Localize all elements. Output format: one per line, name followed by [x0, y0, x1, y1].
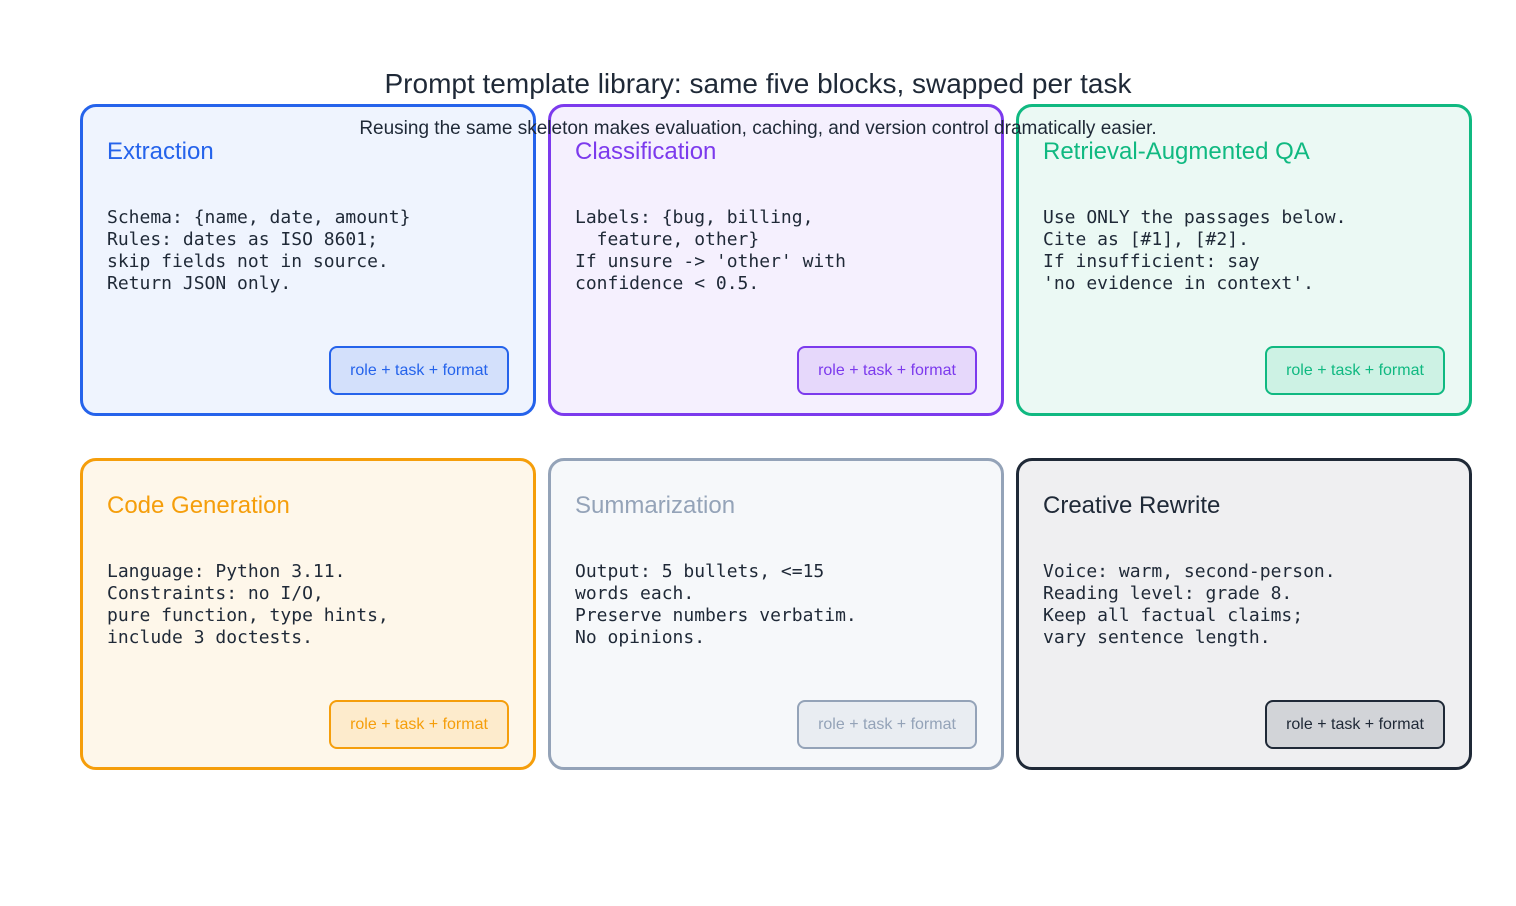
card-badge: role + task + format [329, 700, 509, 749]
card-prompt-text: Use ONLY the passages below. Cite as [#1… [1043, 207, 1347, 294]
template-card-code-generation: Code Generation Language: Python 3.11. C… [80, 458, 536, 770]
template-card-extraction: Extraction Schema: {name, date, amount} … [80, 104, 536, 416]
card-badge: role + task + format [797, 700, 977, 749]
card-badge: role + task + format [1265, 700, 1445, 749]
card-title: Summarization [575, 492, 736, 519]
card-prompt-text: Labels: {bug, billing, feature, other} I… [575, 207, 846, 294]
card-badge: role + task + format [797, 346, 977, 395]
template-card-rag-qa: Retrieval-Augmented QA Use ONLY the pass… [1016, 104, 1472, 416]
card-badge: role + task + format [329, 346, 509, 395]
diagram-title: Prompt template library: same five block… [384, 68, 1132, 99]
diagram-subtitle: Reusing the same skeleton makes evaluati… [359, 118, 1157, 139]
card-title: Code Generation [107, 492, 290, 519]
card-title: Creative Rewrite [1043, 492, 1221, 519]
card-prompt-text: Language: Python 3.11. Constraints: no I… [107, 561, 389, 648]
card-prompt-text: Output: 5 bullets, <=15 words each. Pres… [575, 561, 857, 648]
card-title: Retrieval-Augmented QA [1043, 138, 1310, 165]
card-prompt-text: Voice: warm, second-person. Reading leve… [1043, 561, 1336, 648]
card-prompt-text: Schema: {name, date, amount} Rules: date… [107, 207, 411, 294]
template-card-creative-rewrite: Creative Rewrite Voice: warm, second-per… [1016, 458, 1472, 770]
card-title: Extraction [107, 138, 214, 165]
template-card-summarization: Summarization Output: 5 bullets, <=15 wo… [548, 458, 1004, 770]
template-card-classification: Classification Labels: {bug, billing, fe… [548, 104, 1004, 416]
card-badge: role + task + format [1265, 346, 1445, 395]
card-title: Classification [575, 138, 717, 165]
